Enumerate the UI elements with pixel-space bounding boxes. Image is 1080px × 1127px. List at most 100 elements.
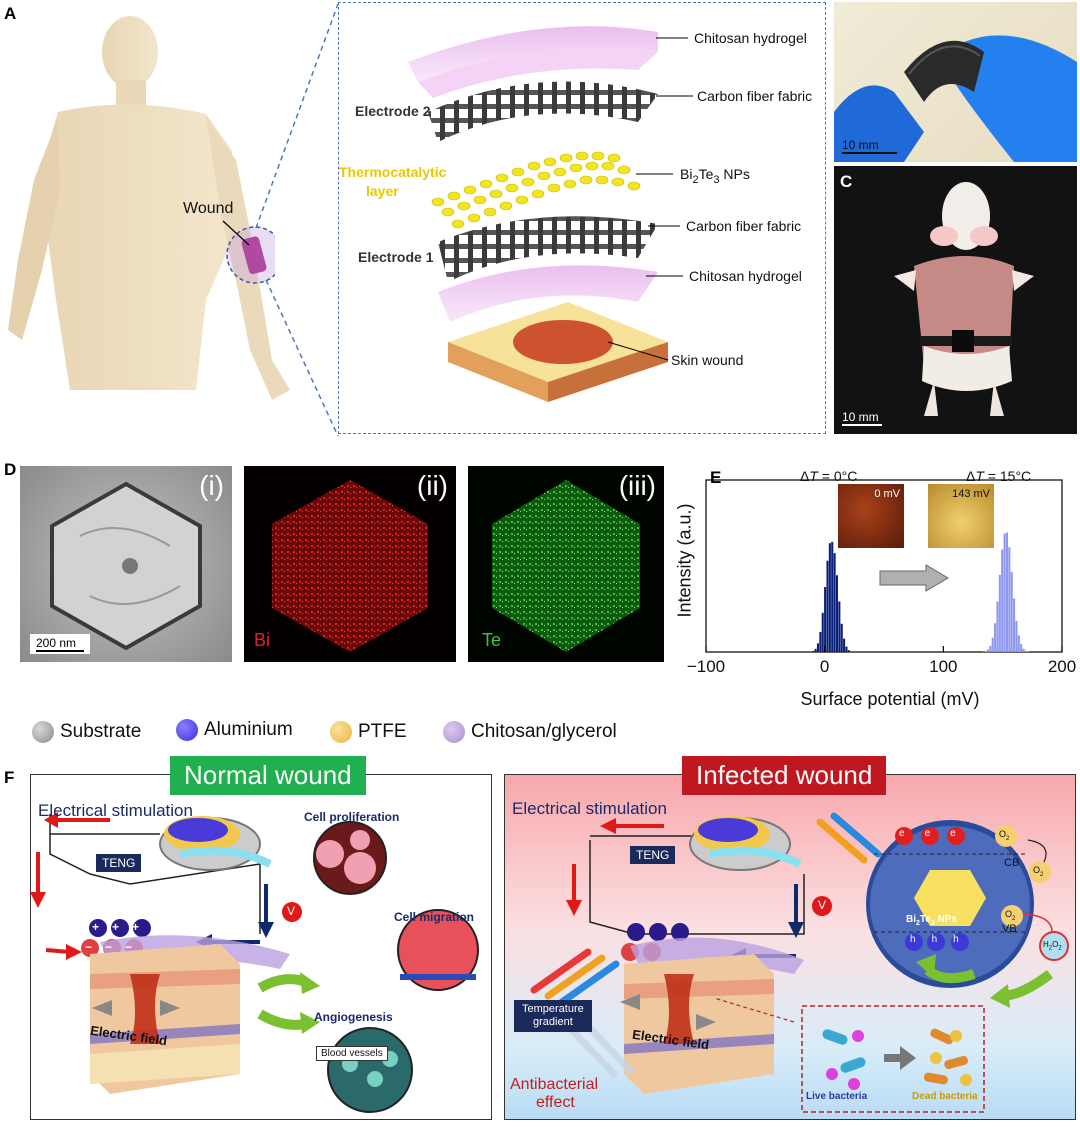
normal-teng-label: TENG bbox=[96, 854, 142, 872]
x-tick-label: 0 bbox=[820, 657, 829, 676]
histogram-bar-series-2 bbox=[998, 574, 1001, 652]
histogram-bar-series-1 bbox=[850, 651, 853, 652]
kpfm-inset-143mv: 143 mV bbox=[928, 484, 994, 548]
legend-dot-chitosan bbox=[443, 721, 465, 743]
photo-c-mouse: 10 mm bbox=[834, 166, 1077, 434]
histogram-bar-series-2 bbox=[984, 651, 987, 652]
scale-bar-c: 10 mm bbox=[842, 410, 882, 426]
cell-migration-label: Cell migration bbox=[394, 910, 475, 924]
electron-symbols: eee bbox=[899, 828, 976, 839]
normal-wound-illustration bbox=[30, 812, 479, 1113]
infected-wound-illustration bbox=[530, 812, 1069, 1113]
arrow-right-icon bbox=[879, 564, 949, 592]
live-bacteria-label: Live bacteria bbox=[806, 1091, 868, 1102]
exploded-layers bbox=[408, 26, 693, 402]
histogram-bar-series-2 bbox=[1005, 532, 1009, 652]
histogram-bar-series-1 bbox=[819, 631, 822, 652]
histogram-bar-series-2 bbox=[1013, 598, 1016, 652]
exploded-view-box bbox=[338, 2, 826, 434]
histogram-bar-series-2 bbox=[1008, 547, 1011, 652]
legend-dot-ptfe bbox=[330, 721, 352, 743]
infected-wound-title: Infected wound bbox=[682, 756, 887, 795]
histogram-bar-series-2 bbox=[1010, 571, 1013, 652]
electrode-1-label: Electrode 1 bbox=[358, 249, 434, 265]
infected-v-label: V bbox=[818, 898, 827, 912]
panel-label-d: D bbox=[4, 460, 17, 479]
annotation-dt15: ΔT = 15°C bbox=[966, 468, 1032, 484]
photo-b-flexible-device: 10 mm bbox=[834, 2, 1077, 162]
kpfm-inset-0mv: 0 mV bbox=[838, 484, 904, 548]
layer-label-chitosan-top: Chitosan hydrogel bbox=[694, 30, 807, 46]
normal-v-label: V bbox=[287, 904, 296, 918]
label-iii: (iii) bbox=[618, 470, 656, 501]
label-ii: (ii) bbox=[416, 470, 448, 501]
histogram-bar-series-1 bbox=[840, 623, 843, 652]
layer-label-carbon-bottom: Carbon fiber fabric bbox=[686, 218, 802, 234]
x-tick-label: 100 bbox=[929, 657, 957, 676]
histogram-bar-series-2 bbox=[1020, 644, 1023, 652]
axis-label-x: Surface potential (mV) bbox=[800, 689, 980, 709]
element-label-te: Te bbox=[482, 630, 502, 650]
histogram-bar-series-1 bbox=[814, 648, 817, 652]
element-label-bi: Bi bbox=[254, 630, 271, 650]
scale-bar-d: 200 nm bbox=[30, 634, 90, 654]
x-tick-label: −100 bbox=[687, 657, 725, 676]
histogram-bar-series-2 bbox=[989, 645, 992, 652]
histogram-bar-series-1 bbox=[845, 646, 848, 652]
layer-label-bi2te3: Bi2Te3 NPs bbox=[680, 166, 750, 186]
histogram-bar-series-2 bbox=[996, 601, 999, 652]
cell-proliferation-label: Cell proliferation bbox=[304, 810, 400, 824]
histogram-bar-series-2 bbox=[1015, 620, 1018, 652]
thermocatalytic-label-1: Thermocatalytic bbox=[339, 164, 447, 180]
histogram-bar-series-1 bbox=[847, 650, 850, 652]
histogram-bar-series-2 bbox=[1003, 533, 1006, 652]
legend-aluminium: Aluminium bbox=[176, 719, 293, 741]
scale-bar-b: 10 mm bbox=[842, 138, 897, 154]
eds-map-bi: (ii) Bi bbox=[244, 466, 456, 662]
angiogenesis-label: Angiogenesis bbox=[314, 1010, 393, 1024]
histogram-bar-series-1 bbox=[828, 543, 831, 652]
normal-minus-charges: −−− bbox=[85, 940, 146, 954]
h2o2-label: H2O2 bbox=[1043, 940, 1062, 952]
histogram-bar-series-1 bbox=[816, 643, 820, 652]
o2-label-mid: O2 bbox=[1033, 865, 1044, 878]
cb-label: CB bbox=[1004, 857, 1020, 869]
normal-es-label: Electrical stimulation bbox=[38, 801, 193, 820]
annotation-dt0: ΔT = 0°C bbox=[800, 468, 858, 484]
histogram-bar-series-1 bbox=[824, 587, 827, 652]
wound-callout bbox=[222, 220, 275, 284]
histogram-bar-series-2 bbox=[1017, 635, 1020, 652]
plot-frame bbox=[705, 479, 1063, 653]
panel-label-f: F bbox=[4, 768, 15, 787]
histogram-bar-series-1 bbox=[843, 638, 846, 652]
panel-label-a: A bbox=[4, 4, 17, 23]
layer-label-carbon-top: Carbon fiber fabric bbox=[697, 88, 813, 104]
histogram-bar-series-1 bbox=[821, 612, 824, 652]
histogram-bar-series-2 bbox=[991, 637, 994, 652]
histogram-bar-series-1 bbox=[826, 560, 829, 652]
eds-map-te: (iii) Te bbox=[468, 466, 664, 662]
axis-label-y: Intensity (a.u.) bbox=[674, 503, 695, 618]
normal-wound-title: Normal wound bbox=[170, 756, 366, 795]
label-i: (i) bbox=[199, 470, 224, 501]
normal-plus-charges: +++ bbox=[92, 920, 153, 934]
histogram-bar-series-1 bbox=[835, 575, 839, 652]
histogram-bar-series-2 bbox=[1001, 549, 1004, 652]
zoom-lines bbox=[255, 3, 339, 437]
histogram-bar-series-1 bbox=[831, 541, 834, 652]
legend-ptfe: PTFE bbox=[330, 721, 407, 743]
hole-symbols: hhh bbox=[910, 934, 975, 945]
layer-label-skin-wound: Skin wound bbox=[671, 352, 744, 368]
histogram-bar-series-2 bbox=[1022, 648, 1025, 652]
histogram-bar-series-1 bbox=[833, 553, 836, 652]
wound-label: Wound bbox=[183, 200, 234, 217]
histogram-bar-series-2 bbox=[986, 649, 990, 652]
infected-teng-label: TENG bbox=[630, 846, 676, 864]
legend-substrate: Substrate bbox=[32, 721, 141, 743]
thermocatalytic-label-2: layer bbox=[366, 183, 399, 199]
panel-label-e: E bbox=[710, 468, 722, 487]
histogram-bar-series-1 bbox=[838, 601, 841, 652]
